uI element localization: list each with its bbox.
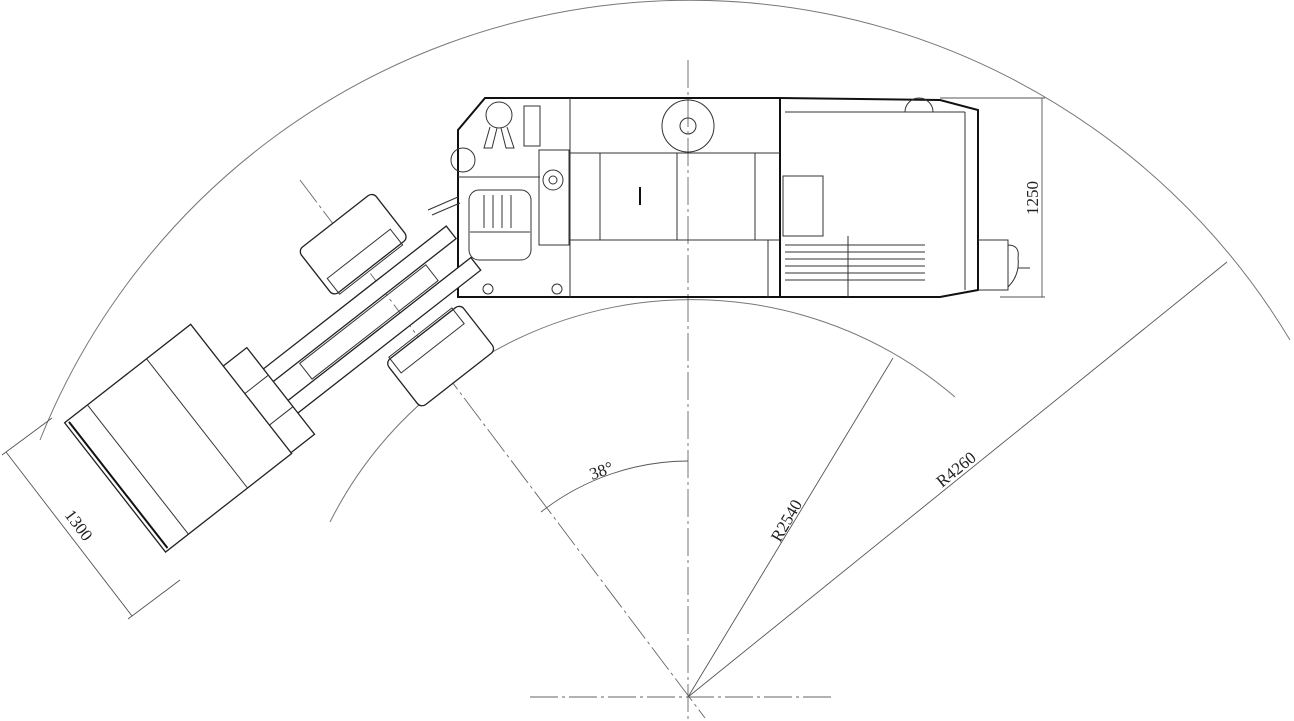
r2540-leader <box>687 357 894 698</box>
dim-1300-label: 1300 <box>61 506 97 545</box>
operator-seat <box>468 189 532 261</box>
dim-1250-label: 1250 <box>1023 181 1042 215</box>
rear-frame <box>450 97 781 298</box>
dim-1300-ext-b <box>127 579 181 620</box>
front-right-tyre <box>387 305 495 407</box>
dim-1300-line <box>5 451 133 617</box>
outer-turning-arc <box>39 0 1291 441</box>
angle-label: 38° <box>587 458 616 484</box>
front-left-tyre <box>299 193 407 295</box>
r4260-leader <box>687 261 1228 698</box>
dim-1300-ext-a <box>1 417 53 456</box>
cap-circle <box>661 99 715 153</box>
engine-section <box>767 97 1030 298</box>
hitch-link <box>431 202 461 216</box>
steering-wheel-icon <box>450 147 476 173</box>
r4260-label: R4260 <box>933 448 980 491</box>
inner-turning-arc <box>329 299 956 523</box>
bucket <box>63 323 293 553</box>
r2540-label: R2540 <box>767 496 806 545</box>
hitch-link <box>427 196 459 211</box>
angle-arc <box>540 460 689 513</box>
